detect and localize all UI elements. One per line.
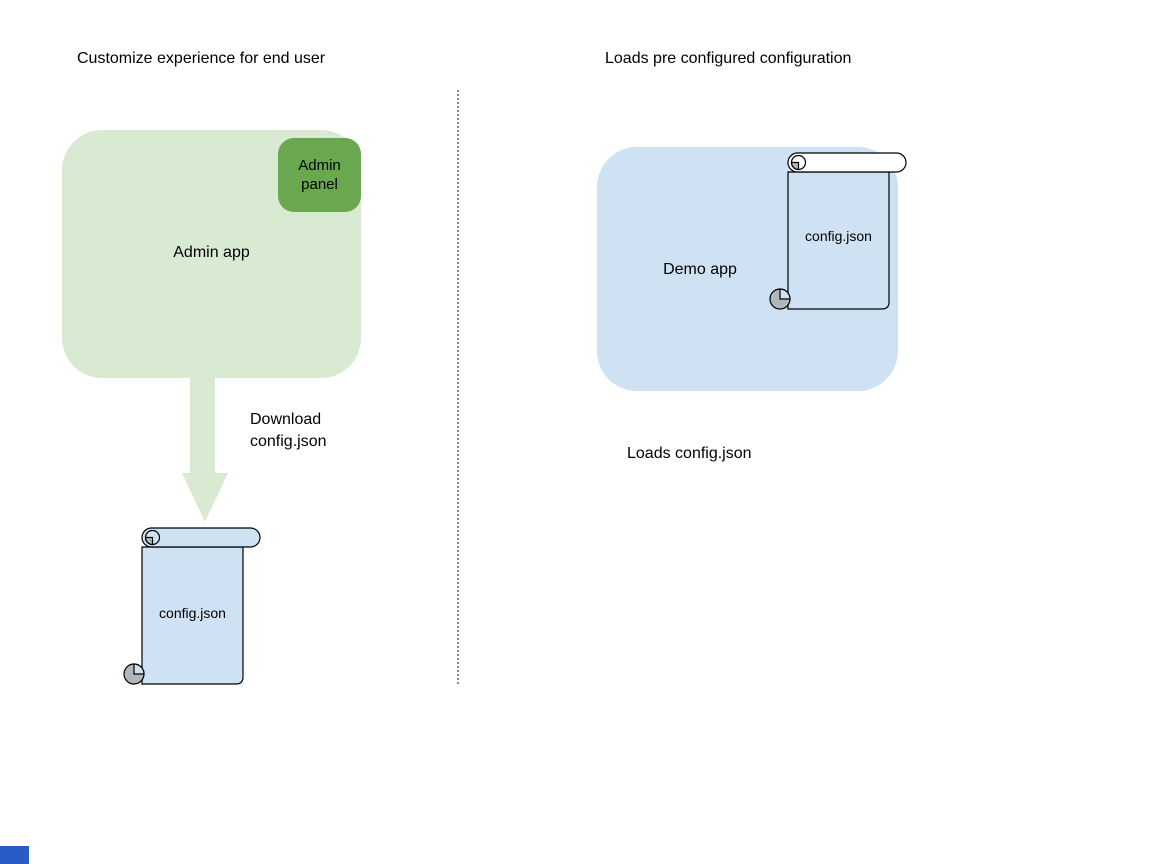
admin-panel-label: Admin panel	[298, 157, 341, 193]
loads-config-caption: Loads config.json	[627, 445, 752, 462]
scroll-bottom-curl-wedge	[779, 288, 791, 300]
scroll-top-spiral-wedge	[144, 536, 154, 546]
scroll-bottom-curl-wedge	[133, 663, 145, 675]
right-scroll-label: config.json	[805, 228, 872, 244]
admin-app-label: Admin app	[173, 244, 250, 261]
left-section-title: Customize experience for end user	[77, 50, 326, 67]
scroll-top-roll	[787, 152, 907, 173]
download-arrow-label: Download config.json	[250, 411, 327, 450]
config-json-scroll-icon	[123, 527, 261, 685]
download-arrow-icon	[182, 378, 228, 522]
download-arrow-shape	[182, 378, 228, 522]
bottom-left-blue-square	[0, 846, 29, 864]
scroll-top-spiral-wedge	[790, 161, 800, 171]
admin-panel-box: Admin panel	[278, 138, 361, 212]
right-section-title: Loads pre configured configuration	[605, 50, 852, 67]
scroll-top-roll	[141, 527, 261, 548]
section-divider-line	[457, 90, 459, 684]
scroll-body	[141, 546, 244, 685]
demo-app-box	[597, 147, 898, 391]
left-scroll-label: config.json	[159, 605, 226, 621]
demo-app-label: Demo app	[663, 261, 737, 278]
config-json-scroll-icon	[769, 152, 907, 310]
scroll-body	[787, 171, 890, 310]
